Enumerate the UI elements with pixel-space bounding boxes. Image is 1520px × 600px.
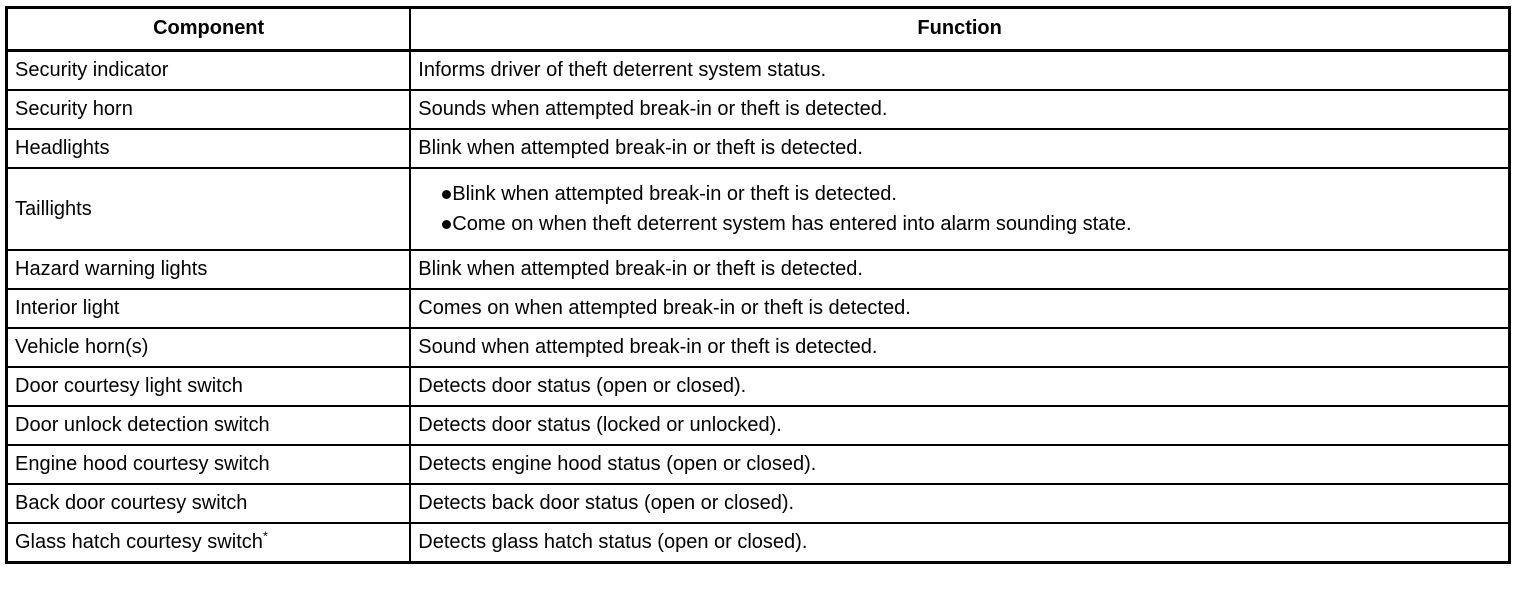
cell-function: Blink when attempted break-in or theft i… <box>410 249 1510 289</box>
cell-component: Headlights <box>6 128 412 168</box>
cell-function: Detects glass hatch status (open or clos… <box>410 522 1510 563</box>
cell-function: Detects door status (open or closed). <box>410 366 1510 406</box>
cell-function: Comes on when attempted break-in or thef… <box>410 288 1510 328</box>
theft-deterrent-component-function-table: Component Function Security indicator In… <box>5 6 1511 564</box>
spec-table-container: Component Function Security indicator In… <box>5 6 1511 564</box>
table-row: Glass hatch courtesy switch* Detects gla… <box>6 522 1510 563</box>
table-row: Hazard warning lights Blink when attempt… <box>6 249 1510 289</box>
table-row: Headlights Blink when attempted break-in… <box>6 128 1510 168</box>
cell-component: Security indicator <box>6 50 412 90</box>
function-bullet-list: Blink when attempted break-in or theft i… <box>418 182 1500 237</box>
list-item-label: Blink when attempted break-in or theft i… <box>452 182 897 205</box>
table-row: Taillights Blink when attempted break-in… <box>6 167 1510 250</box>
cell-component: Back door courtesy switch <box>6 483 412 523</box>
table-row: Vehicle horn(s) Sound when attempted bre… <box>6 327 1510 367</box>
cell-function: Detects engine hood status (open or clos… <box>410 444 1510 484</box>
table-header-row: Component Function <box>6 7 1510 52</box>
cell-component: Interior light <box>6 288 412 328</box>
cell-function: Informs driver of theft deterrent system… <box>410 50 1510 90</box>
cell-component: Door unlock detection switch <box>6 405 412 445</box>
cell-function: Sound when attempted break-in or theft i… <box>410 327 1510 367</box>
footnote-asterisk: * <box>262 528 268 544</box>
bullet-dot-icon <box>442 219 452 229</box>
table-row: Engine hood courtesy switch Detects engi… <box>6 444 1510 484</box>
cell-function-bulleted: Blink when attempted break-in or theft i… <box>410 167 1510 250</box>
cell-component: Taillights <box>6 167 412 250</box>
list-item: Come on when theft deterrent system has … <box>418 212 1500 237</box>
cell-function: Blink when attempted break-in or theft i… <box>410 128 1510 168</box>
table-row: Interior light Comes on when attempted b… <box>6 288 1510 328</box>
cell-function: Sounds when attempted break-in or theft … <box>410 89 1510 129</box>
cell-component: Door courtesy light switch <box>6 366 412 406</box>
cell-component-with-footnote: Glass hatch courtesy switch* <box>6 522 412 563</box>
table-row: Security horn Sounds when attempted brea… <box>6 89 1510 129</box>
table-row: Security indicator Informs driver of the… <box>6 50 1510 90</box>
cell-function: Detects back door status (open or closed… <box>410 483 1510 523</box>
table-row: Door unlock detection switch Detects doo… <box>6 405 1510 445</box>
cell-component: Engine hood courtesy switch <box>6 444 412 484</box>
table-row: Door courtesy light switch Detects door … <box>6 366 1510 406</box>
cell-component: Vehicle horn(s) <box>6 327 412 367</box>
cell-component: Hazard warning lights <box>6 249 412 289</box>
table-body: Security indicator Informs driver of the… <box>6 50 1510 563</box>
cell-component-label: Glass hatch courtesy switch <box>15 531 263 553</box>
table-row: Back door courtesy switch Detects back d… <box>6 483 1510 523</box>
column-header-function: Function <box>410 7 1510 52</box>
table-header: Component Function <box>6 7 1510 52</box>
cell-function: Detects door status (locked or unlocked)… <box>410 405 1510 445</box>
list-item: Blink when attempted break-in or theft i… <box>418 182 1500 207</box>
bullet-dot-icon <box>442 189 452 199</box>
list-item-label: Come on when theft deterrent system has … <box>452 212 1132 235</box>
column-header-component: Component <box>6 7 412 52</box>
cell-component: Security horn <box>6 89 412 129</box>
